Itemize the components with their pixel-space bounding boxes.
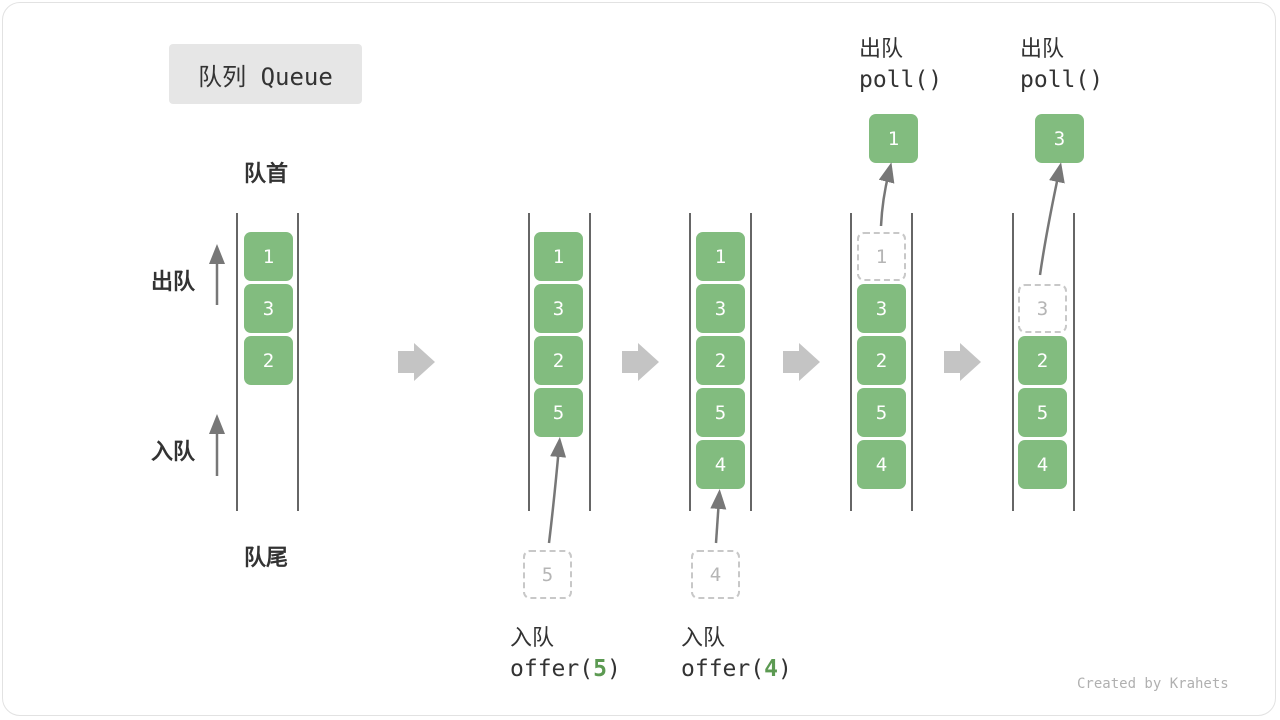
s1-cell-1: 1 [244,232,293,281]
s3-cell-1: 1 [696,232,745,281]
transition-arrow-4 [944,343,981,381]
offer5-arrow [547,437,567,544]
rail-left-1 [236,213,238,511]
s3-cell-3: 2 [696,336,745,385]
poll1-arrow [878,162,895,227]
s2-cell-1: 1 [534,232,583,281]
poll3-arrow [1038,162,1065,276]
offer5-call: offer(5) [510,656,621,682]
s4-cell-4: 5 [857,388,906,437]
label-tail: 队尾 [244,546,289,571]
s4-outgoing: 1 [869,114,918,163]
s4-cell-3: 2 [857,336,906,385]
s2-cell-2: 3 [534,284,583,333]
poll1-call: poll() [859,67,943,93]
label-enqueue: 入队 [151,440,196,465]
title-box: 队列 Queue [169,44,362,104]
s2-incoming-ghost: 5 [523,550,572,599]
rail-left-3 [689,213,691,511]
s5-cell-2: 2 [1018,336,1067,385]
s1-cell-2: 3 [244,284,293,333]
poll3-call: poll() [1020,67,1104,93]
s1-cell-3: 2 [244,336,293,385]
s5-cell-3: 5 [1018,388,1067,437]
s2-cell-3: 2 [534,336,583,385]
label-head: 队首 [244,162,289,187]
transition-arrow-3 [783,343,820,381]
offer4-call-arg: 4 [764,656,778,682]
rail-right-2 [589,213,591,511]
s4-cell-2: 3 [857,284,906,333]
s3-cell-2: 3 [696,284,745,333]
s5-outgoing: 3 [1035,114,1084,163]
offer4-call: offer(4) [681,656,792,682]
offer5-call-arg: 5 [593,656,607,682]
rail-right-3 [750,213,752,511]
offer5-call-prefix: offer( [510,656,594,682]
offer5-label: 入队 [510,626,555,651]
rail-right-5 [1073,213,1075,511]
rail-left-5 [1012,213,1014,511]
offer4-arrow [710,489,727,544]
s2-cell-4: 5 [534,388,583,437]
rail-left-2 [528,213,530,511]
poll3-label: 出队 [1020,37,1065,62]
offer4-call-prefix: offer( [681,656,765,682]
transition-arrow-2 [622,343,659,381]
rail-right-4 [911,213,913,511]
poll1-label: 出队 [859,37,904,62]
diagram-title: 队列 Queue [198,62,333,91]
credit-text: Created by Krahets [1077,676,1229,692]
s5-ghost-1: 3 [1018,284,1067,333]
rail-left-4 [850,213,852,511]
offer4-label: 入队 [681,626,726,651]
s4-ghost-1: 1 [857,232,906,281]
s3-cell-5: 4 [696,440,745,489]
s3-incoming-ghost: 4 [691,550,740,599]
s3-cell-4: 5 [696,388,745,437]
transition-arrow-1 [398,343,435,381]
offer5-call-suffix: ) [606,656,621,682]
rail-right-1 [297,213,299,511]
s5-cell-4: 4 [1018,440,1067,489]
offer4-call-suffix: ) [777,656,792,682]
label-dequeue: 出队 [151,270,196,295]
s4-cell-5: 4 [857,440,906,489]
